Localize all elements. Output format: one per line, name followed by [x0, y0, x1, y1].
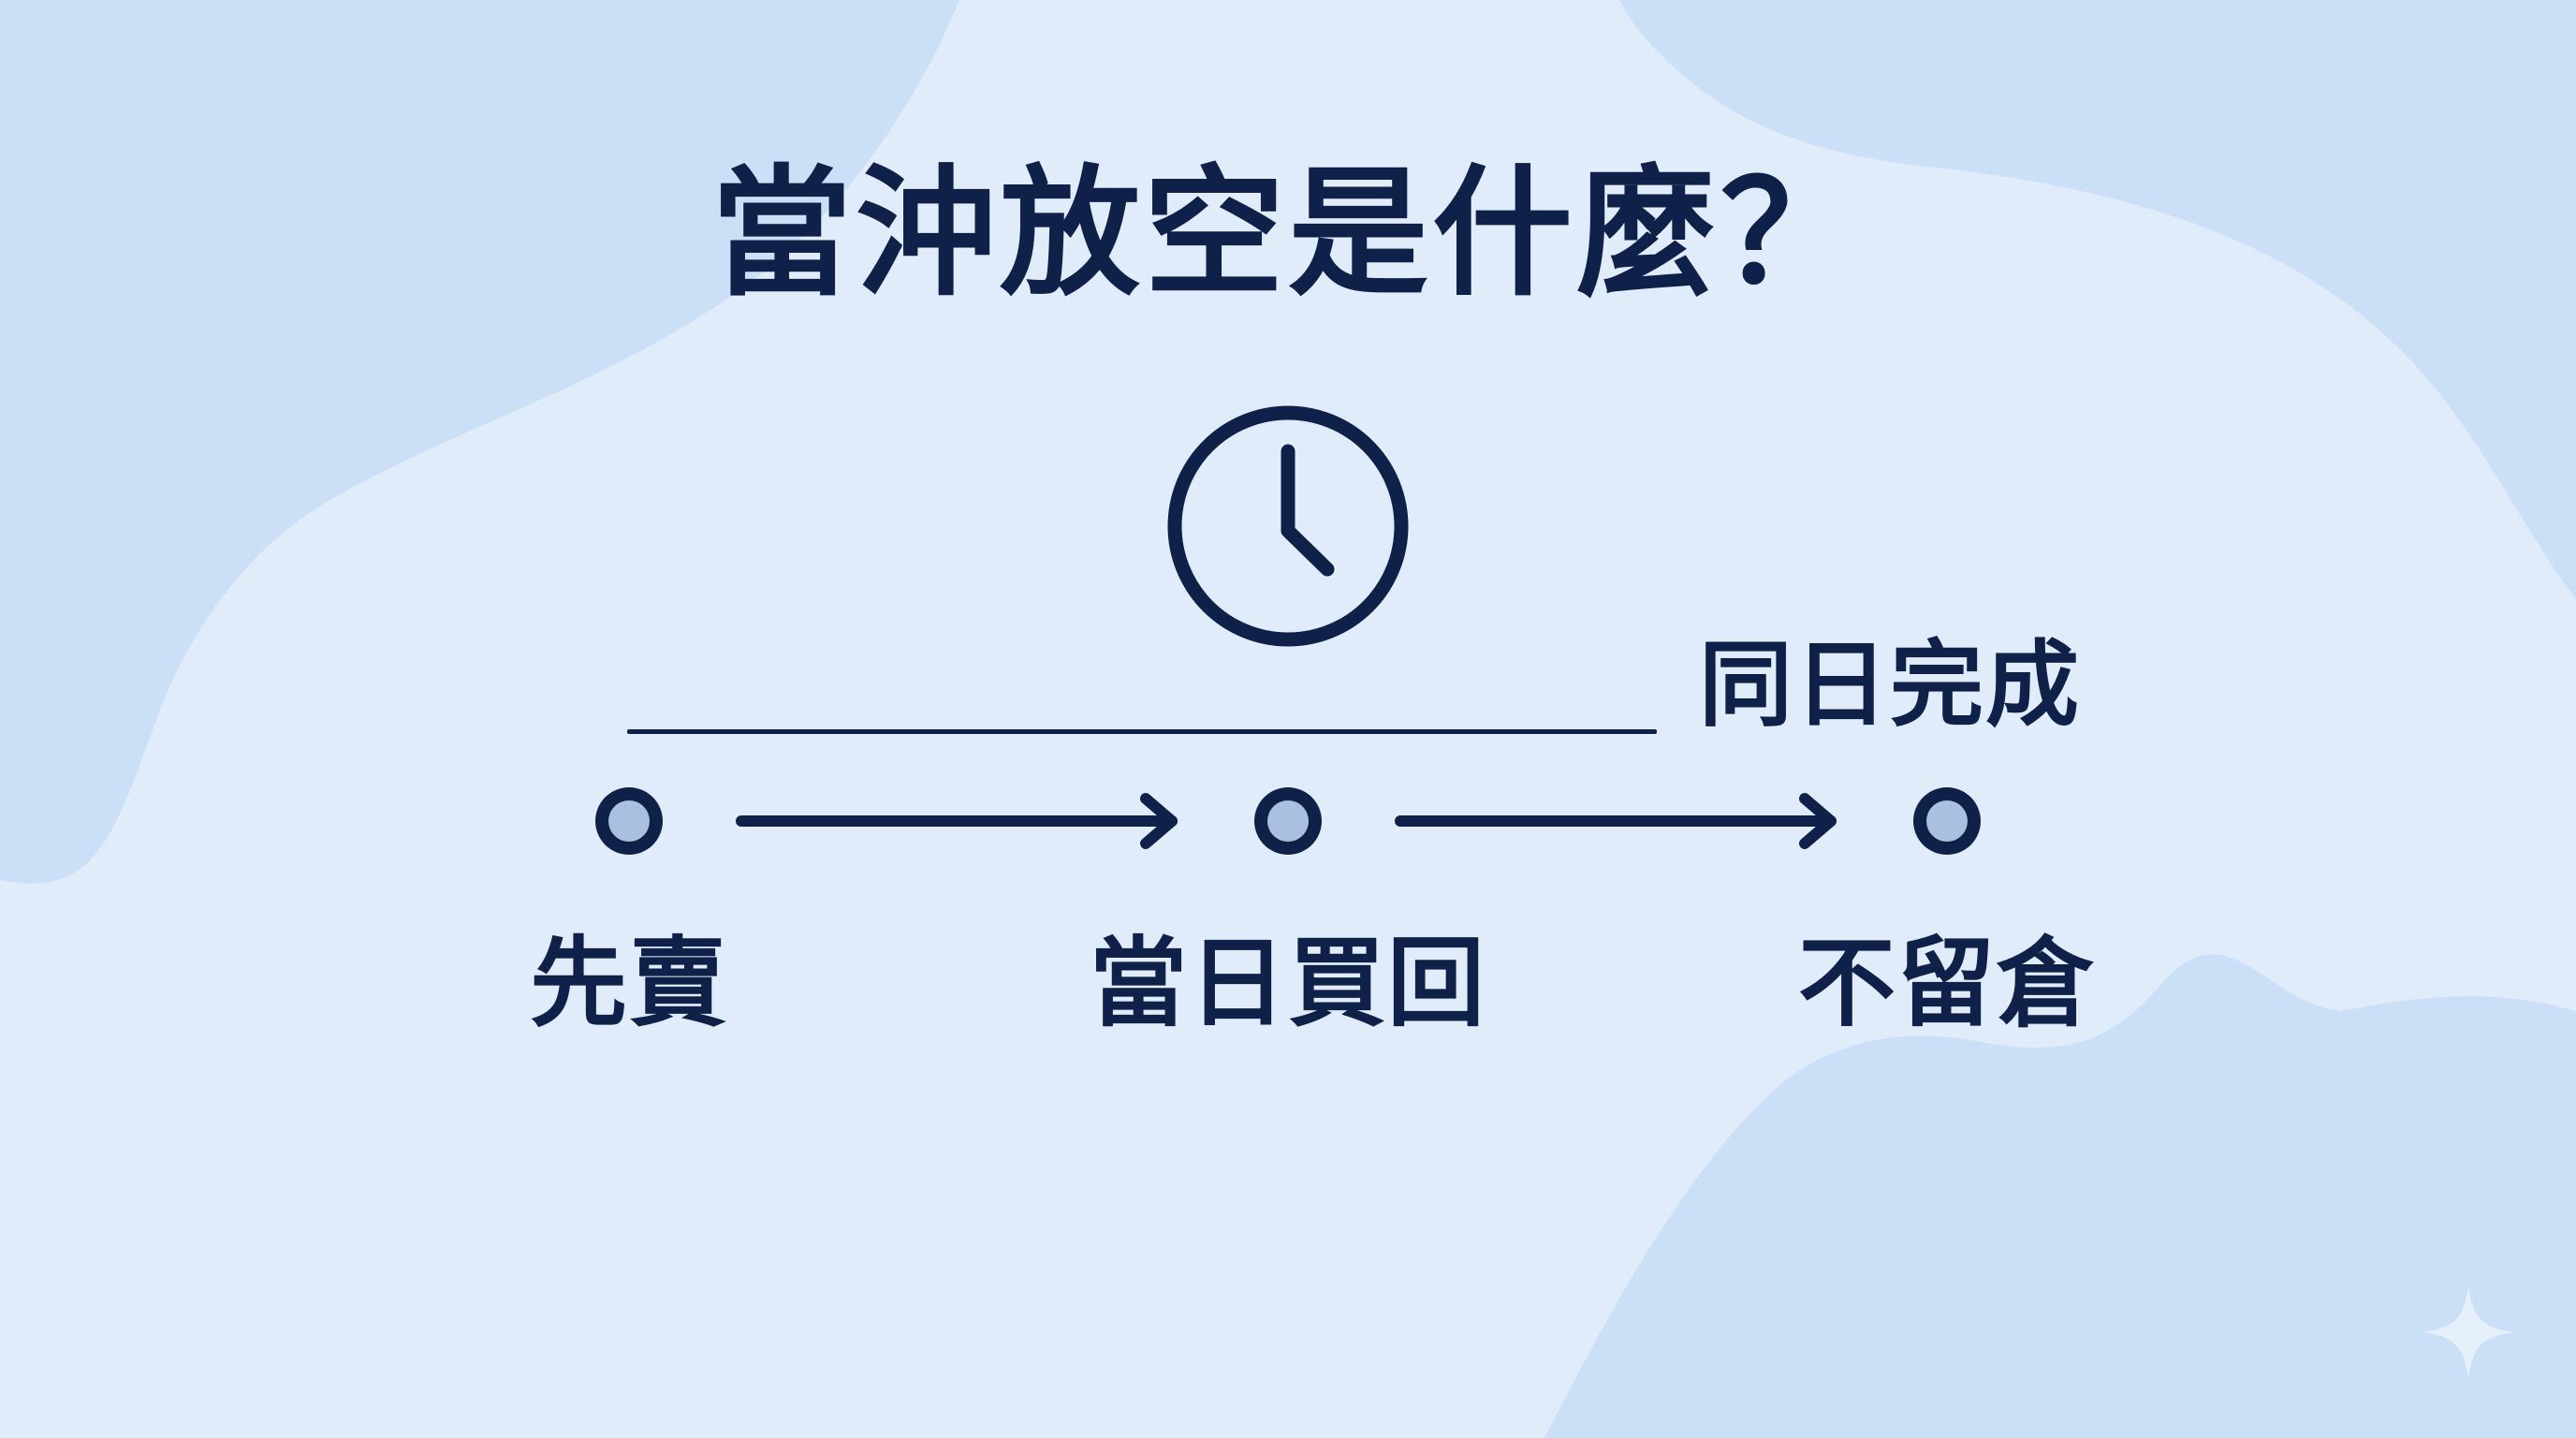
- clock-icon: [1167, 405, 1409, 647]
- sparkle-icon: [2422, 1286, 2514, 1378]
- step-node-sell: [595, 787, 663, 855]
- arrow-right-icon: [736, 793, 1178, 849]
- page-title: 當沖放空是什麼？: [710, 153, 1865, 315]
- arrow-right-icon: [1395, 793, 1837, 849]
- step-node-no-overnight: [1913, 787, 1981, 855]
- same-day-label: 同日完成: [1699, 630, 2081, 740]
- step-label-buy-back: 當日買回: [1089, 926, 1486, 1040]
- step-label-no-overnight: 不留倉: [1797, 926, 2096, 1040]
- step-node-buy-back: [1254, 787, 1322, 855]
- step-label-sell: 先賣: [529, 926, 728, 1040]
- same-day-span-line: [627, 729, 1657, 734]
